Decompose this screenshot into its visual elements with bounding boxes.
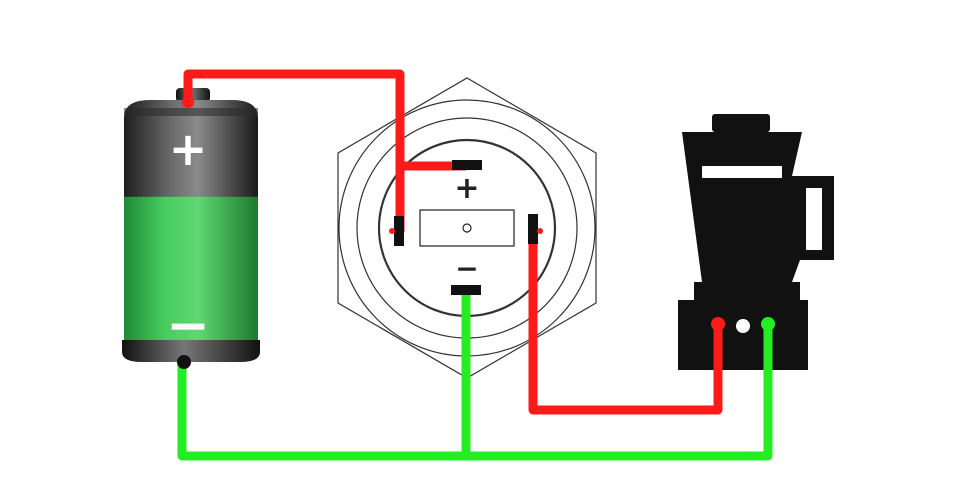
wire-battery-to-switch [183,69,466,171]
switch-terminals [389,160,543,295]
battery-upper-body [124,100,258,200]
battery-negative-symbol: − [166,296,210,356]
battery-terminal-negative [177,355,191,369]
switch-center-dot [462,223,472,233]
switch-terminal-led-left [394,216,404,246]
positive-wires [183,69,723,415]
battery-positive-symbol: + [169,122,208,176]
battery-top-rim [124,108,258,116]
blender-power-button [736,319,750,333]
wire-battery-to-blender [177,322,773,461]
battery-terminal-positive-dot [182,96,194,108]
switch-negative-symbol: − [455,252,478,285]
wire-switch-to-blender [528,230,723,415]
battery-charge-level [124,196,258,342]
switch-led-left-dot [389,228,395,234]
switch-terminal-negative [451,285,481,295]
blender-terminal-positive [711,317,725,331]
switch-positive-symbol: + [454,171,479,206]
switch-led-right-dot [537,228,543,234]
blender-icon [678,114,834,370]
switch-button-body [419,209,515,247]
battery-bottom-cap [122,340,260,362]
blender-lid [712,114,770,132]
switch-terminal-positive [452,160,482,170]
battery-icon: + − [122,88,260,362]
negative-wires [177,290,773,461]
blender-fill-line [702,166,782,178]
blender-handle-gap [806,188,822,250]
switch-terminal-led-right [528,214,538,244]
blender-terminal-negative [761,317,775,331]
